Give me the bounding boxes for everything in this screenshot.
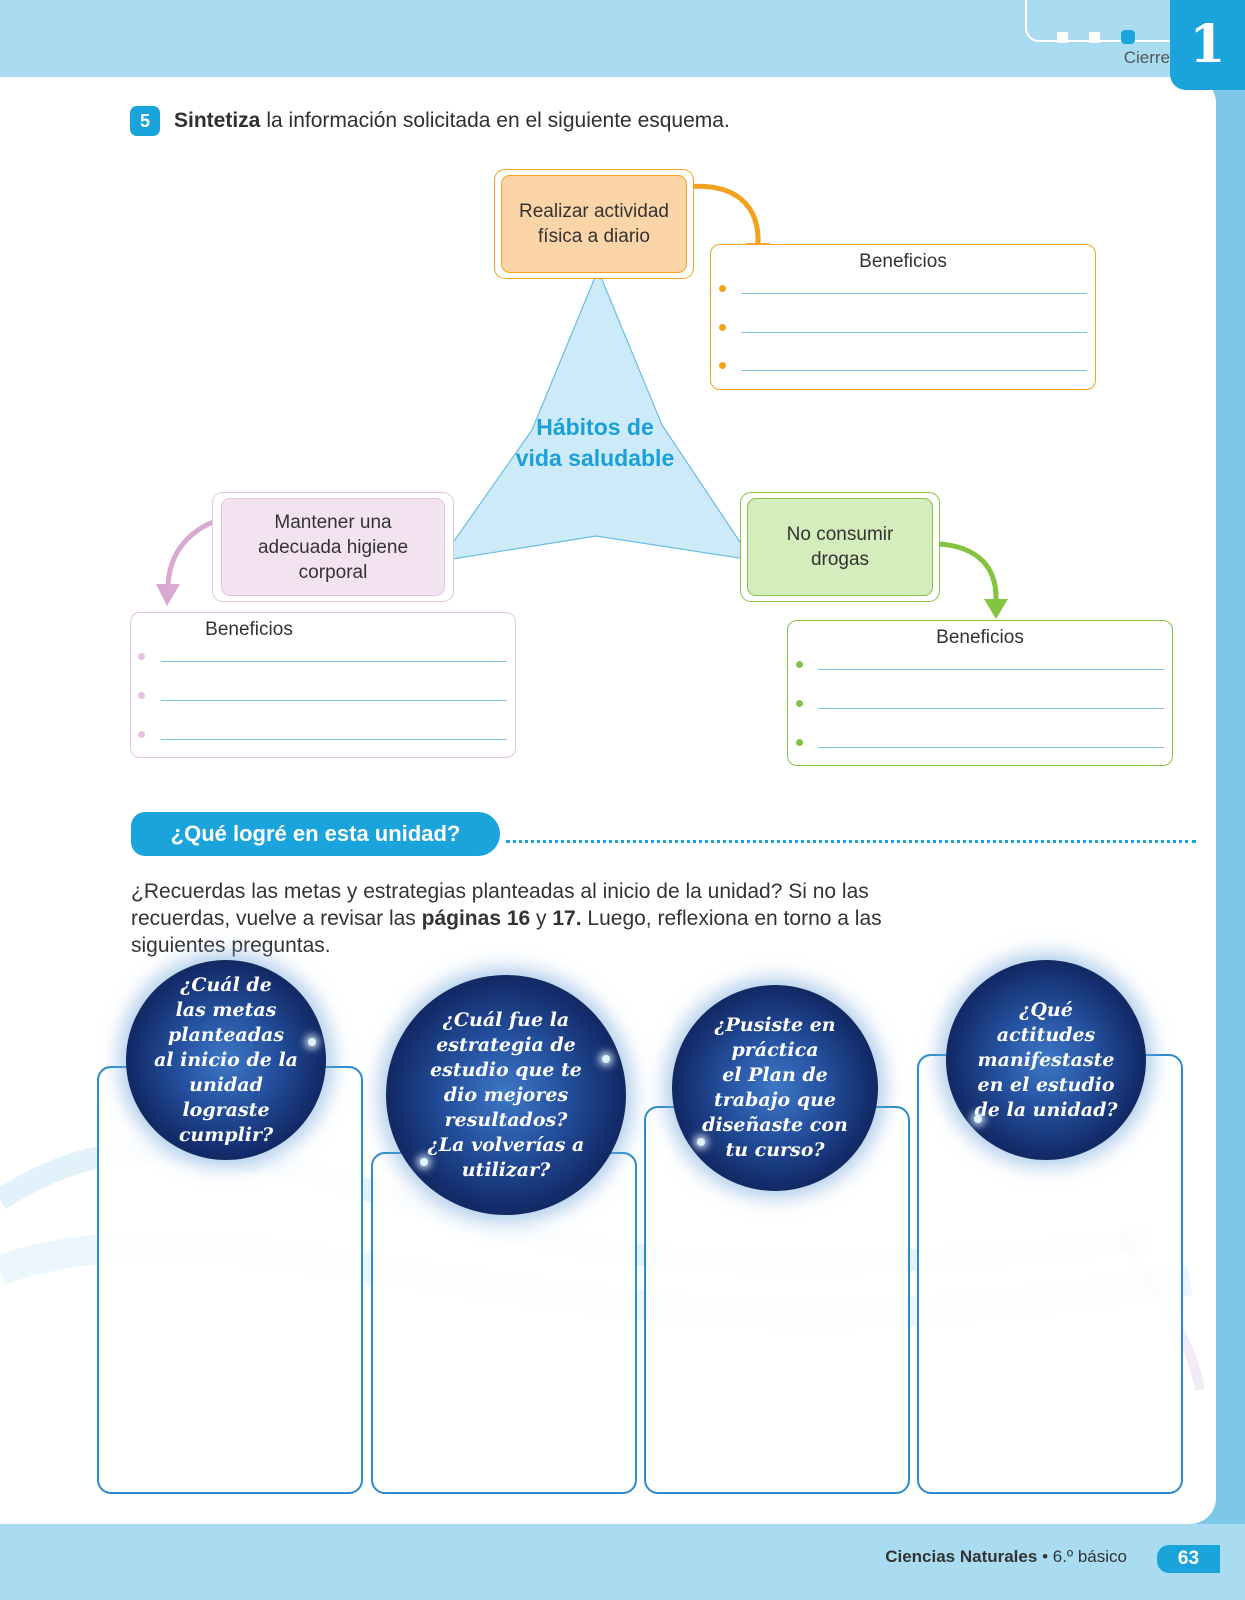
answer-line[interactable] — [161, 739, 507, 740]
top-node: Realizar actividad física a diario — [501, 175, 687, 273]
question-line: al inicio de la — [154, 1048, 298, 1071]
center-label: Hábitos de vida saludable — [505, 412, 685, 474]
intro-text: y — [530, 907, 553, 930]
activity-verb: Sintetiza — [174, 109, 261, 132]
center-label-line: Hábitos de — [536, 414, 654, 440]
unit-review-intro: ¿Recuerdas las metas y estrategias plant… — [131, 878, 891, 959]
arrow-right-head — [984, 599, 1008, 619]
top-node-line: Realizar actividad — [519, 201, 669, 222]
left-node-line: adecuada higiene — [257, 536, 409, 558]
sparkle — [697, 1138, 705, 1146]
question-line: unidad lograste — [182, 1073, 270, 1121]
arrow-left-head — [156, 584, 180, 606]
sparkle — [602, 1055, 610, 1063]
progress-track — [1025, 0, 1177, 44]
question-line: ¿Cuál fue la — [442, 1008, 570, 1031]
left-node: Mantener una adecuada higiene corporal — [221, 498, 445, 596]
section-label: Cierre — [1123, 48, 1170, 67]
question-line: manifestaste — [977, 1048, 1115, 1071]
left-node-line: Mantener una — [274, 511, 392, 533]
intro-page-ref: páginas 16 — [421, 907, 531, 930]
unit-review-banner: ¿Qué logré en esta unidad? — [131, 812, 500, 856]
question-orb-3: ¿Pusiste en práctica el Plan de trabajo … — [672, 985, 878, 1191]
question-line: actitudes — [996, 1023, 1096, 1046]
activity-instruction-text: la información solicitada en el siguient… — [266, 109, 730, 132]
right-node-line: drogas — [810, 549, 870, 570]
sparkle — [308, 1038, 316, 1046]
question-orb-4: ¿Qué actitudes manifestaste en el estudi… — [946, 960, 1146, 1160]
bullet — [719, 285, 726, 292]
question-line: estudio que te — [430, 1058, 582, 1081]
banner-dotted-line — [506, 840, 1196, 843]
benefits-box-top: Beneficios — [710, 244, 1096, 390]
bullet — [796, 661, 803, 668]
footer-subject-name: Ciencias Naturales — [885, 1547, 1038, 1566]
answer-line[interactable] — [741, 370, 1087, 371]
arrow-top — [684, 183, 761, 246]
question-line: las metas — [175, 998, 277, 1021]
question-line: dio mejores — [443, 1083, 569, 1106]
sparkle — [974, 1115, 982, 1123]
answer-line[interactable] — [818, 708, 1164, 709]
activity-number-badge: 5 — [130, 106, 160, 136]
answer-line[interactable] — [161, 661, 507, 662]
question-line: ¿Pusiste en — [714, 1014, 836, 1036]
page-number: 63 — [1157, 1545, 1220, 1573]
answer-line[interactable] — [741, 332, 1087, 333]
question-line: trabajo que — [713, 1089, 837, 1111]
bullet — [138, 731, 145, 738]
question-line: planteadas — [167, 1023, 285, 1046]
progress-dot — [1057, 32, 1068, 43]
progress-dot-active — [1121, 30, 1135, 44]
bullet — [719, 324, 726, 331]
question-line: ¿Cuál de — [180, 973, 272, 996]
question-line: resultados? — [444, 1108, 568, 1131]
question-line: estrategia de — [436, 1033, 576, 1056]
footer-subject: Ciencias Naturales • 6.º básico — [885, 1547, 1127, 1567]
question-line: utilizar? — [461, 1158, 551, 1181]
question-line: práctica — [731, 1039, 819, 1061]
answer-line[interactable] — [741, 293, 1087, 294]
footer — [0, 1524, 1245, 1600]
bullet — [796, 739, 803, 746]
benefits-title: Beneficios — [936, 627, 1024, 648]
answer-line[interactable] — [818, 747, 1164, 748]
bullet — [796, 700, 803, 707]
footer-grade: • 6.º básico — [1042, 1547, 1127, 1566]
question-line: en el estudio — [977, 1073, 1115, 1096]
question-line: ¿Qué — [1019, 998, 1073, 1021]
question-line: cumplir? — [178, 1123, 274, 1146]
question-orb-2: ¿Cuál fue la estrategia de estudio que t… — [386, 975, 626, 1215]
intro-text: Luego, reflexiona en torno a las siguien… — [131, 907, 882, 957]
left-node-line: corporal — [298, 561, 368, 583]
benefits-box-right: Beneficios — [787, 620, 1173, 766]
benefits-title: Beneficios — [859, 251, 947, 272]
question-line: diseñaste con — [702, 1114, 848, 1136]
question-line: tu curso? — [725, 1139, 825, 1161]
right-node-line: No consumir — [786, 524, 894, 545]
center-triangle — [438, 268, 754, 562]
answer-line[interactable] — [161, 700, 507, 701]
benefits-box-left: Beneficios — [130, 612, 516, 758]
right-node: No consumir drogas — [747, 498, 933, 596]
progress-dot — [1089, 32, 1100, 43]
answer-line[interactable] — [818, 669, 1164, 670]
question-orb-1: ¿Cuál de las metas planteadas al inicio … — [126, 960, 326, 1160]
chapter-number-tab: 1 — [1170, 0, 1245, 90]
bullet — [138, 653, 145, 660]
sparkle — [420, 1158, 428, 1166]
intro-text: ¿Recuerdas las metas y estrategias plant… — [131, 880, 869, 930]
question-line: ¿La volverías a — [427, 1133, 585, 1156]
bullet — [719, 362, 726, 369]
intro-page-ref: 17. — [552, 907, 582, 930]
question-line: de la unidad? — [974, 1098, 1118, 1121]
top-node-line: física a diario — [538, 226, 650, 247]
center-label-line: vida saludable — [515, 445, 675, 471]
question-line: el Plan de — [722, 1064, 828, 1086]
benefits-title: Beneficios — [205, 619, 293, 640]
bullet — [138, 692, 145, 699]
